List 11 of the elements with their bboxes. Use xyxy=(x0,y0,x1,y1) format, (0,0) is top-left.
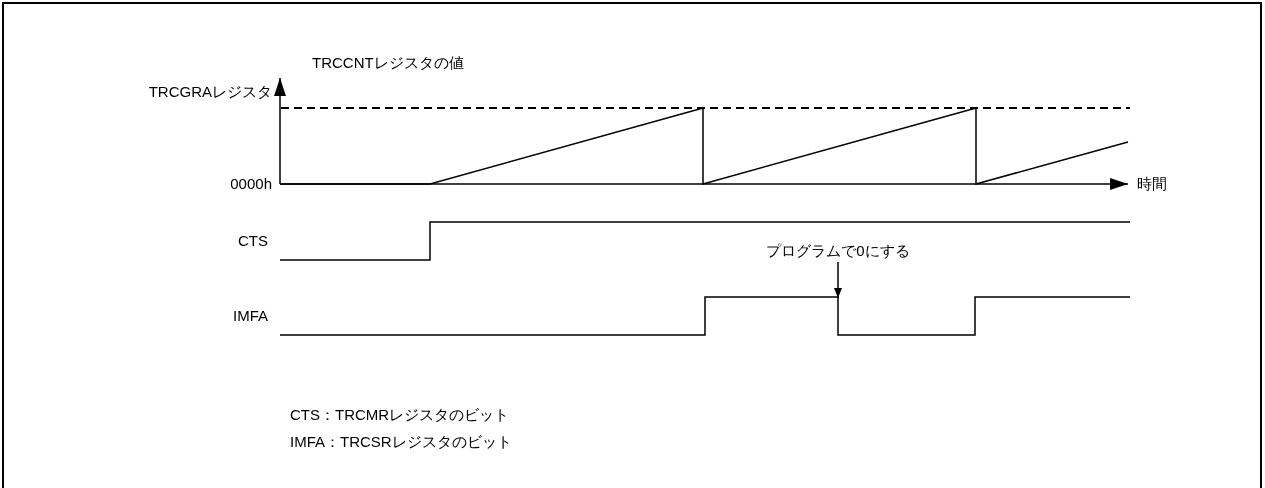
signal-waveform xyxy=(279,296,1131,336)
axis-label: TRCGRAレジスタ xyxy=(148,83,272,101)
note: CTS：TRCMRレジスタのビット xyxy=(290,406,510,424)
callout-text: プログラムで0にする xyxy=(766,242,910,260)
note: IMFA：TRCSRレジスタのビット xyxy=(290,433,512,451)
signal-label: CTS xyxy=(238,232,268,250)
signal-label: IMFA xyxy=(233,307,268,325)
leader-arrow xyxy=(834,261,842,299)
axis-label: 時間 xyxy=(1137,175,1167,193)
axis-label: TRCCNTレジスタの値 xyxy=(312,54,464,72)
tick-label: 0000h xyxy=(230,175,272,193)
